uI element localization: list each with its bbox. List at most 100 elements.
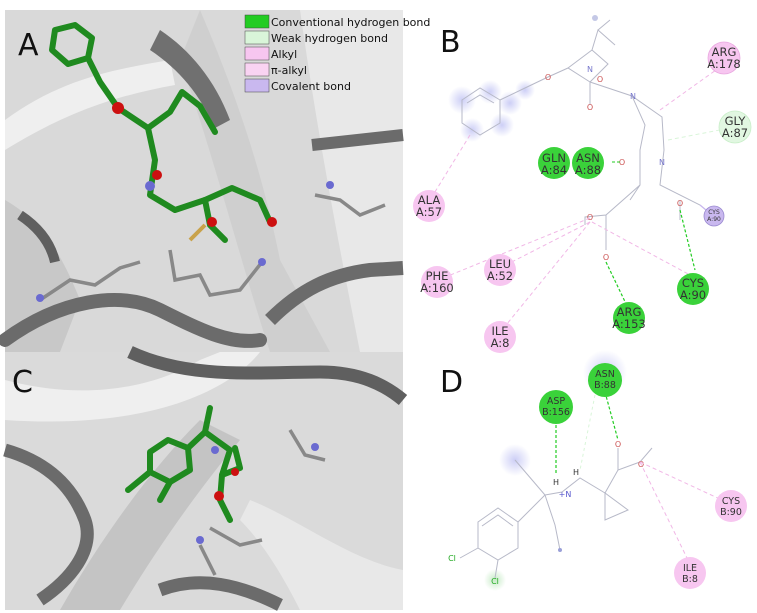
nitrogen-atom [211,446,219,454]
legend-label: Conventional hydrogen bond [271,16,430,29]
oxygen-label: O [597,75,603,84]
ribbon-coil [150,30,230,128]
residue-id: A:160 [420,281,454,295]
residue-name: ASP [547,396,566,407]
residue-asn88-d: ASN B:88 [588,363,622,397]
ribbon-coil [3,443,94,606]
residue-name: ARG [712,45,737,59]
legend-swatch-pi-alkyl [244,62,270,77]
residue-sidechain [314,193,386,217]
ligand-model-a [49,22,273,243]
hydrogen-label: H [553,478,559,487]
nitrogen-atom [326,181,334,189]
nitrogen-atom [36,294,44,302]
ammonium-label: +N [559,490,572,499]
panel-a: A [0,10,404,352]
residue-name: ILE [683,563,697,574]
residue-name: ASN [576,151,600,165]
residue-id: A:52 [487,269,513,283]
nitrogen-label: N [659,158,665,167]
halo [490,113,514,137]
residue-name: ALA [418,193,441,207]
legend-swatch-alkyl [244,46,270,61]
residue-name: CYS [708,209,720,216]
residue-id: A:178 [707,57,741,71]
nitrogen-atom [258,258,266,266]
panel-letter-c: C [12,365,33,400]
legend-label: Alkyl [271,48,297,61]
oxygen-label: O [587,213,593,222]
residue-asp156-d: ASP B:156 [539,390,573,424]
residue-id: A:153 [612,317,646,331]
residue-id: A:84 [541,163,567,177]
residue-cys90-covalent-b: CYS A:90 [703,205,725,227]
panel-letter-b: B [440,25,461,60]
oxygen-label: O [677,199,683,208]
oxygen-label: O [587,103,593,112]
halo [515,80,535,100]
oxygen-label: O [603,253,609,262]
residue-asn88-b: ASN A:88 [572,147,604,179]
oxygen-label: O [619,158,625,167]
oxygen-label: O [545,73,551,82]
methyl-dot [592,15,598,21]
ribbon-sheet [240,500,403,610]
residue-id: A:57 [416,205,442,219]
oxygen-atom [112,102,124,114]
residue-sidechain [288,429,326,462]
nitrogen-label: N [587,65,593,74]
panel-letter-d: D [440,365,463,400]
legend-label: π-alkyl [271,64,307,77]
residue-gly87-b: GLY A:87 [718,110,752,144]
ribbon-coil [127,346,408,406]
residue-arg153-b: ARG A:153 [612,302,646,334]
nitrogen-atom [196,536,204,544]
residue-ile8-b: ILE A:8 [484,321,516,353]
residue-phe160-b: PHE A:160 [420,266,454,298]
chlorine-label: Cl [491,577,499,586]
panel-d: D O O H H +N Cl Cl [440,350,747,591]
ribbon-coil [265,261,404,325]
methyl-dot [558,548,562,552]
oxygen-atom [207,217,217,227]
residue-name: ASN [595,369,615,380]
halo [498,91,522,115]
panel-letter-a: A [18,28,39,63]
residue-id: B:90 [720,507,742,518]
residue-name: GLY [725,114,747,128]
residue-id: B:88 [594,380,616,391]
residue-ile8-d: ILE B:8 [674,557,706,589]
residue-id: A:90 [707,216,721,223]
residue-ala57-b: ALA A:57 [413,190,445,222]
panel-b: B O N O O N N O [413,15,752,353]
residue-cys90-b: CYS A:90 [677,273,709,305]
legend-swatch-covalent [244,78,270,93]
nitrogen-label: N [630,92,636,101]
residue-name: CYS [722,496,740,507]
residue-id: B:8 [682,574,698,585]
residue-gln84-b: GLN A:84 [538,147,570,179]
ribbon-coil [157,576,283,611]
oxygen-atom [214,491,224,501]
residue-name: PHE [426,269,449,283]
ribbon-coil [17,210,60,264]
ribbon-coil [311,129,404,151]
residue-sidechain [168,249,264,297]
oxygen-atom [267,217,277,227]
residue-id: B:156 [542,407,570,418]
oxygen-atom [152,170,162,180]
residue-name: ARG [617,305,642,319]
oxygen-label: O [615,440,621,449]
ligand-skeleton-d [459,447,653,579]
interaction-lines-d [555,391,723,561]
residue-arg178-b: ARG A:178 [707,41,741,75]
residue-name: CYS [682,276,704,290]
residue-id: A:8 [491,336,510,350]
halo [484,569,506,591]
sulfur-bond [188,223,207,242]
legend: Conventional hydrogen bond Weak hydrogen… [244,14,430,93]
ribbon-coil [0,293,267,348]
residue-sidechain [198,526,263,576]
residue-id: A:87 [722,126,748,140]
